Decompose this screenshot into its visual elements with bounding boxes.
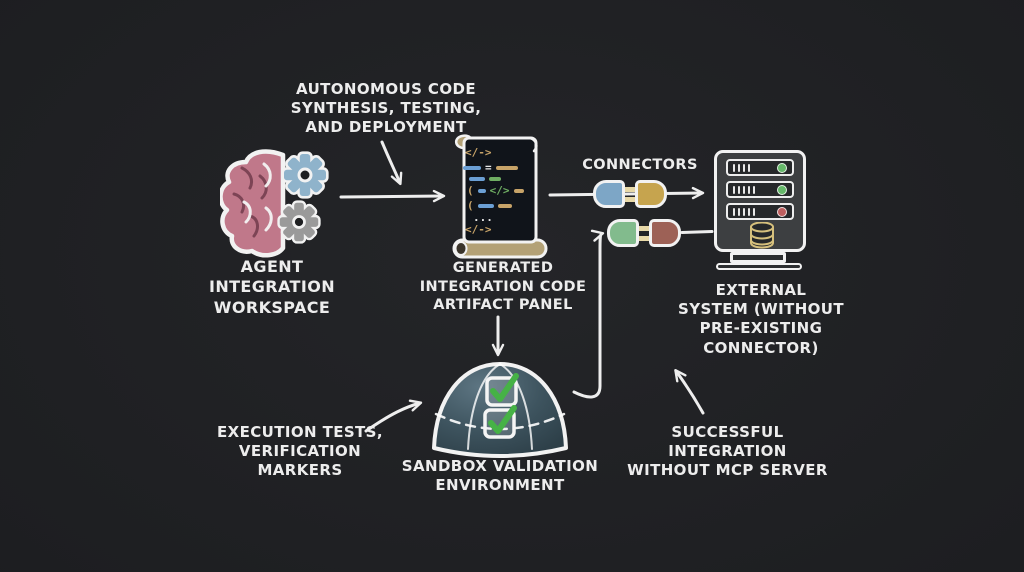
- external-label-line: PRE-EXISTING: [699, 319, 823, 338]
- code-line: [495, 165, 518, 170]
- sandbox-label-line: ENVIRONMENT: [435, 476, 565, 495]
- artifact-panel-label: GENERATED INTEGRATION CODE ARTIFACT PANE…: [408, 259, 598, 315]
- artifact-label-line: INTEGRATION CODE: [419, 278, 587, 295]
- arrow-execution-label: [364, 399, 423, 433]
- autonomous-annotation-label: AUTONOMOUS CODE SYNTHESIS, TESTING, AND …: [266, 80, 506, 138]
- scroll-icon: [452, 134, 548, 259]
- external-label-line: CONNECTOR): [703, 338, 819, 357]
- external-label-line: SYSTEM (WITHOUT: [677, 300, 845, 319]
- server-icon: [712, 148, 808, 272]
- arrow-agent-to-artifact: [339, 189, 446, 203]
- sandbox-label: SANDBOX VALIDATION ENVIRONMENT: [398, 457, 602, 495]
- annotation-line: WITHOUT MCP SERVER: [627, 461, 828, 480]
- plug-prong-icon: [621, 187, 639, 192]
- connector-pair-bottom: [607, 218, 683, 248]
- wire-connector-to-server: [680, 230, 714, 234]
- code-panel: </-> = ( </> ( ... </->: [463, 147, 541, 251]
- server-base: [716, 263, 802, 270]
- plug-prong-icon: [621, 197, 639, 202]
- gear-icon-bottom: [277, 200, 321, 244]
- code-mid-tag: </>: [489, 184, 510, 197]
- execution-annotation-label: EXECUTION TESTS, VERIFICATION MARKERS: [205, 423, 395, 481]
- code-line: [513, 188, 524, 193]
- arrow-autonomous-label: [380, 140, 403, 186]
- external-label-line: EXTERNAL: [715, 281, 807, 299]
- code-paren: (: [467, 199, 474, 212]
- annotation-line: EXECUTION TESTS,: [216, 423, 383, 441]
- server-body: [714, 150, 806, 252]
- artifact-label-line: GENERATED: [452, 260, 554, 276]
- plug-prong-icon: [635, 226, 653, 231]
- agent-workspace-label: AGENT INTEGRATION WORKSPACE: [182, 257, 362, 318]
- connectors-label: CONNECTORS: [573, 156, 707, 175]
- code-line: [463, 165, 481, 170]
- gold-plug-icon: [635, 180, 667, 208]
- gear-icon-top: [281, 151, 329, 199]
- server-rack-row: [726, 159, 794, 176]
- code-equals: =: [485, 161, 492, 174]
- annotation-line: MARKERS: [257, 461, 343, 480]
- annotation-line: SUCCESSFUL INTEGRATION: [668, 423, 787, 461]
- code-line: [469, 177, 485, 181]
- code-dots: ...: [473, 211, 493, 224]
- status-led-green: [777, 162, 787, 173]
- code-line: [477, 188, 486, 193]
- connectors-label-text: CONNECTORS: [582, 157, 698, 173]
- server-rack-row: [726, 181, 794, 198]
- check-icon: [485, 373, 519, 407]
- code-line: [477, 203, 494, 208]
- agent-label-line: WORKSPACE: [213, 297, 331, 317]
- code-close-tag: </->: [465, 223, 492, 236]
- red-plug-icon: [649, 219, 681, 247]
- server-stand: [730, 252, 786, 263]
- arrow-successful-label: [674, 368, 705, 415]
- check-icon: [483, 405, 517, 439]
- brain-icon: [220, 149, 286, 258]
- code-line: [497, 203, 512, 208]
- status-led-green: [777, 184, 787, 195]
- wire-artifact-to-server: [548, 186, 705, 200]
- code-line: [489, 177, 501, 181]
- code-paren: (: [467, 184, 474, 197]
- agent-label-line: AGENT: [240, 257, 304, 276]
- plug-prong-icon: [635, 236, 653, 241]
- server-rack-row: [726, 203, 794, 220]
- sandbox-dome-icon: [432, 362, 568, 458]
- successful-annotation-label: SUCCESSFUL INTEGRATION WITHOUT MCP SERVE…: [610, 423, 845, 481]
- database-icon: [750, 222, 774, 249]
- blue-plug-icon: [593, 180, 625, 208]
- annotation-line: AUTONOMOUS CODE: [296, 80, 476, 98]
- annotation-line: AND DEPLOYMENT: [305, 118, 467, 137]
- annotation-line: SYNTHESIS, TESTING,: [290, 99, 482, 118]
- code-open-tag: </->: [465, 146, 492, 159]
- artifact-label-line: ARTIFACT PANEL: [433, 297, 573, 314]
- status-led-red: [777, 206, 787, 217]
- green-plug-icon: [607, 219, 639, 247]
- wire-sandbox-to-connector: [572, 229, 605, 399]
- connector-pair-top: [593, 179, 669, 209]
- external-system-label: EXTERNAL SYSTEM (WITHOUT PRE-EXISTING CO…: [663, 281, 859, 358]
- sandbox-label-line: SANDBOX VALIDATION: [401, 457, 599, 475]
- annotation-line: VERIFICATION: [238, 442, 362, 461]
- agent-label-line: INTEGRATION: [208, 277, 336, 297]
